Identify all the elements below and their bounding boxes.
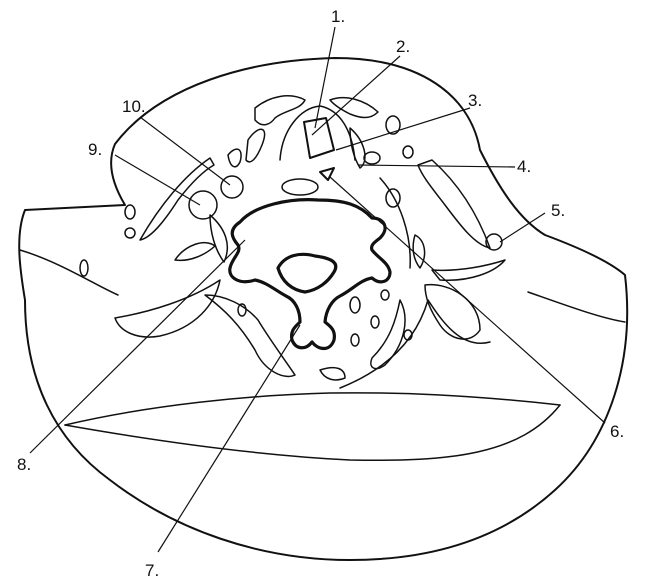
muscle-left-scalene: [210, 215, 227, 262]
subcutaneous-boundary: [20, 250, 118, 295]
label-8: 8.: [17, 455, 31, 474]
muscle-right-inner: [413, 235, 424, 268]
small-node-2: [371, 316, 379, 328]
muscle-right-deep: [371, 300, 405, 369]
small-node-4: [381, 290, 389, 300]
muscle-left-b: [246, 129, 265, 162]
posterior-fat-line: [65, 393, 560, 425]
leader-line-1: [315, 27, 335, 128]
label-3: 3.: [468, 91, 482, 110]
cricoid-cartilage: [304, 118, 334, 158]
label-2: 2.: [396, 37, 410, 56]
label-10: 10.: [122, 97, 146, 116]
label-7: 7.: [145, 561, 159, 580]
internal-jugular-vein: [189, 191, 217, 219]
label-6: 6.: [610, 422, 624, 441]
small-vessel-a: [386, 116, 400, 134]
leader-line-7: [158, 325, 300, 552]
leader-line-3: [336, 108, 470, 150]
leader-line-10: [140, 117, 230, 185]
muscle-right-lateral: [432, 260, 505, 280]
small-vessel-e: [125, 228, 135, 238]
muscle-center-post: [320, 368, 345, 380]
muscle-left-lateral: [175, 243, 215, 261]
sternocleidomastoid-left: [140, 158, 214, 240]
small-node-1: [350, 297, 360, 313]
small-vessel-d: [125, 205, 135, 219]
label-4: 4.: [517, 157, 531, 176]
common-carotid-artery: [221, 176, 243, 198]
leader-line-9: [115, 155, 200, 205]
muscle-left-deep: [205, 295, 295, 376]
leader-line-4: [358, 165, 515, 167]
muscle-left-a: [228, 149, 241, 167]
small-vessel-b: [403, 146, 413, 158]
subcutaneous-boundary-right: [528, 292, 625, 322]
right-carotid: [364, 152, 380, 164]
esophagus: [282, 179, 318, 195]
label-5: 5.: [551, 201, 565, 220]
label-9: 9.: [88, 140, 102, 159]
sternocleidomastoid-right: [418, 160, 490, 248]
muscle-left-posterior: [115, 280, 220, 337]
muscle-right-a: [350, 128, 365, 168]
leader-line-8: [30, 240, 245, 453]
right-post-fascia: [340, 300, 490, 388]
label-1: 1.: [331, 7, 345, 26]
thyroid-left-lobe: [255, 96, 305, 125]
small-node-3: [351, 334, 359, 346]
posterior-fat-line-lower: [65, 405, 560, 460]
small-vessel-f: [80, 260, 88, 276]
